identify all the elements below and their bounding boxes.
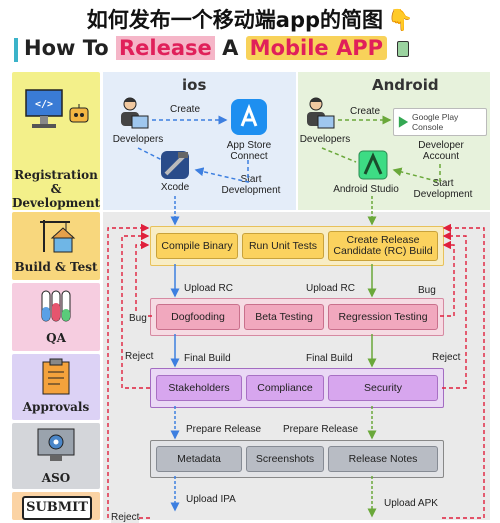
ios-developers-label: Developers <box>112 134 164 145</box>
stakeholders-node: Stakeholders <box>156 375 242 401</box>
dogfooding-node: Dogfooding <box>156 304 240 330</box>
bug-left-label: Bug <box>129 313 147 324</box>
google-play-icon <box>398 116 409 128</box>
android-studio-icon <box>358 150 388 180</box>
pointing-hand-icon: 👇 <box>387 8 414 32</box>
clipboard-icon <box>42 358 70 395</box>
developers-icon <box>121 97 149 129</box>
crane-house-icon <box>40 220 76 253</box>
android-create-label: Create <box>350 106 381 117</box>
regression-testing-node: Regression Testing <box>328 304 438 330</box>
stage-label: Build & Test <box>14 260 98 274</box>
compliance-node: Compliance <box>246 375 324 401</box>
stage-build: Build & Test <box>12 212 100 280</box>
android-column <box>298 72 490 210</box>
ios-column <box>103 72 296 210</box>
final-build-left-label: Final Build <box>184 353 231 364</box>
test-tubes-icon <box>41 290 71 322</box>
android-developers-icon <box>307 97 335 129</box>
android-header: Android <box>372 76 439 94</box>
release-notes-node: Release Notes <box>328 446 438 472</box>
title-accent-bar <box>14 38 18 62</box>
play-console-box: Google Play Console <box>393 108 487 136</box>
code-monitor-icon: </> <box>25 89 63 128</box>
prepare-release-right-label: Prepare Release <box>283 424 359 435</box>
ios-start-label: Start Development <box>221 174 281 196</box>
chinese-title: 如何发布一个移动端app的简图👇 <box>86 8 414 32</box>
final-build-right-label: Final Build <box>306 353 353 364</box>
app-store-label: App Store Connect <box>226 140 272 162</box>
unit-tests-node: Run Unit Tests <box>242 233 324 259</box>
beta-testing-node: Beta Testing <box>244 304 324 330</box>
developer-account-label: Developer Account <box>418 140 464 162</box>
upload-ipa-label: Upload IPA <box>186 494 236 505</box>
stage-label: Approvals <box>22 400 90 414</box>
stage-label: Registration & Development <box>12 168 101 210</box>
play-console-label: Google Play Console <box>411 112 459 132</box>
reject-right-label: Reject <box>432 352 461 363</box>
stage-submit: SUBMIT <box>12 492 100 520</box>
stage-approvals: Approvals <box>12 354 100 420</box>
cup-icon <box>397 41 410 57</box>
reject-left-label: Reject <box>125 351 154 362</box>
reject-bottom-label: Reject <box>111 512 140 523</box>
stage-label: QA <box>46 331 66 345</box>
stage-registration: </> Registration & Development <box>12 72 100 210</box>
submit-label: SUBMIT <box>22 496 92 520</box>
android-upload-rc-label: Upload RC <box>306 283 355 294</box>
rc-build-node: Create Release Candidate (RC) Build <box>328 231 438 261</box>
xcode-icon <box>161 151 189 179</box>
ios-create-label: Create <box>170 104 201 115</box>
upload-apk-label: Upload APK <box>384 498 438 509</box>
stage-label: ASO <box>41 471 71 485</box>
app-store-icon <box>231 99 267 135</box>
svg-text:</>: </> <box>35 99 53 110</box>
android-start-label: Start Development <box>413 178 473 200</box>
stage-qa: QA <box>12 283 100 351</box>
compile-binary-node: Compile Binary <box>156 233 238 259</box>
stage-aso: ASO <box>12 423 100 489</box>
metadata-node: Metadata <box>156 446 242 472</box>
security-node: Security <box>328 375 438 401</box>
android-developers-label: Developers <box>299 134 351 145</box>
bug-right-label: Bug <box>418 285 436 296</box>
ios-upload-rc-label: Upload RC <box>184 283 233 294</box>
prepare-release-left-label: Prepare Release <box>186 424 262 435</box>
english-title: How To Release A Mobile APP <box>24 36 410 60</box>
android-studio-label: Android Studio <box>333 184 399 195</box>
ios-header: ios <box>182 76 207 94</box>
gear-monitor-icon <box>37 428 75 461</box>
screenshots-node: Screenshots <box>246 446 324 472</box>
robot-icon <box>69 104 89 123</box>
xcode-label: Xcode <box>160 182 190 193</box>
